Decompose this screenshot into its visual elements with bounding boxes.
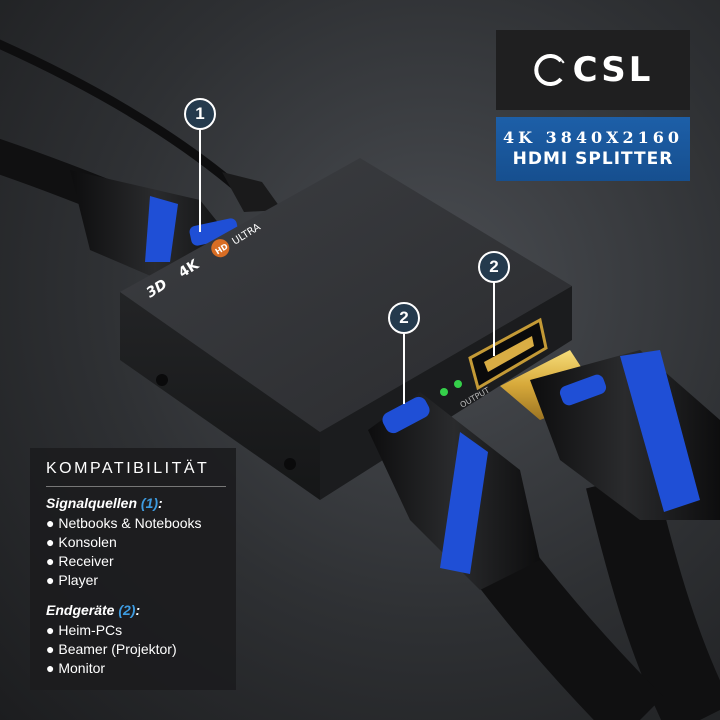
product-name: HDMI SPLITTER (512, 149, 674, 169)
logo-text: CSL (572, 50, 654, 90)
product-title-box: 4K 3840X2160 HDMI SPLITTER (496, 117, 690, 181)
devices-heading: Endgeräte (2): (46, 602, 141, 618)
list-item: ● Beamer (Projektor) (46, 641, 177, 657)
list-item: ● Player (46, 572, 99, 588)
callout-badge-input: 1 (184, 98, 216, 130)
product-resolution: 4K 3840X2160 (502, 128, 684, 147)
output-plug-right (500, 350, 720, 520)
callout-badge-output-b: 2 (388, 302, 420, 334)
list-item: ● Monitor (46, 660, 106, 676)
brand-logo: CSL (496, 30, 690, 110)
list-item: ● Netbooks & Notebooks (46, 515, 202, 531)
compatibility-title: KOMPATIBILITÄT (46, 460, 226, 487)
sources-heading: Signalquellen (1): (46, 495, 163, 511)
list-item: ● Heim-PCs (46, 622, 123, 638)
list-item: ● Konsolen (46, 534, 117, 550)
device-top-face (120, 158, 572, 432)
power-cable-plug (222, 172, 282, 212)
compatibility-panel: KOMPATIBILITÄT Signalquellen (1): ● Netb… (30, 448, 236, 690)
logo-ring-icon (533, 53, 567, 87)
power-cable (0, 39, 243, 194)
device-front-face (120, 292, 320, 500)
list-item: ● Receiver (46, 553, 114, 569)
callout-badge-output-a: 2 (478, 251, 510, 283)
output-plug-front (368, 392, 540, 590)
